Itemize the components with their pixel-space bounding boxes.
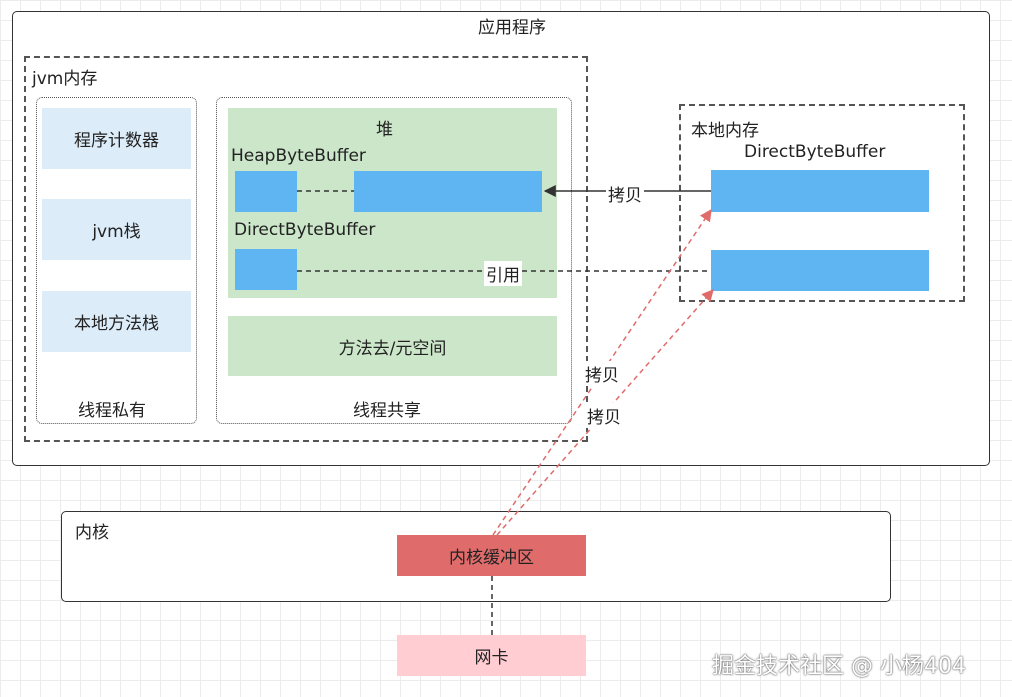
thread-private-label: 线程私有 bbox=[78, 401, 146, 421]
kernel-copy-label-a: 拷贝 bbox=[583, 361, 621, 386]
method-area: 方法去/元空间 bbox=[228, 316, 557, 376]
heap-buffer-large bbox=[354, 171, 542, 212]
native-direct-buffer-label: DirectByteBuffer bbox=[744, 142, 886, 162]
native-method-stack: 本地方法栈 bbox=[42, 291, 191, 352]
jvm-memory-container bbox=[24, 56, 588, 442]
thread-private-group bbox=[36, 97, 197, 424]
heap-buffer-small bbox=[235, 171, 297, 212]
native-buffer-top bbox=[711, 170, 929, 212]
kernel-copy-line-a bbox=[492, 209, 712, 536]
network-card: 网卡 bbox=[397, 635, 586, 676]
heap-title: 堆 bbox=[376, 120, 393, 140]
native-buffer-bottom bbox=[711, 250, 929, 291]
direct-buffer-object bbox=[235, 249, 297, 290]
program-counter: 程序计数器 bbox=[42, 108, 191, 169]
kernel-buffer: 内核缓冲区 bbox=[397, 535, 586, 576]
native-memory-container bbox=[679, 104, 965, 302]
native-memory-title: 本地内存 bbox=[691, 121, 759, 141]
thread-shared-label: 线程共享 bbox=[353, 401, 421, 421]
watermark: 掘金技术社区 @ 小杨404 bbox=[712, 654, 966, 679]
copy-edge-label: 拷贝 bbox=[606, 181, 644, 206]
thread-shared-group bbox=[216, 97, 572, 424]
reference-edge-label: 引用 bbox=[484, 261, 522, 286]
heap-byte-buffer-label: HeapByteBuffer bbox=[231, 146, 366, 166]
direct-byte-buffer-heap-label: DirectByteBuffer bbox=[234, 220, 376, 240]
jvm-memory-title: jvm内存 bbox=[32, 69, 98, 89]
kernel-title: 内核 bbox=[75, 523, 109, 543]
jvm-stack: jvm栈 bbox=[42, 199, 191, 260]
app-title: 应用程序 bbox=[478, 18, 546, 38]
kernel-copy-label-b: 拷贝 bbox=[585, 403, 623, 428]
